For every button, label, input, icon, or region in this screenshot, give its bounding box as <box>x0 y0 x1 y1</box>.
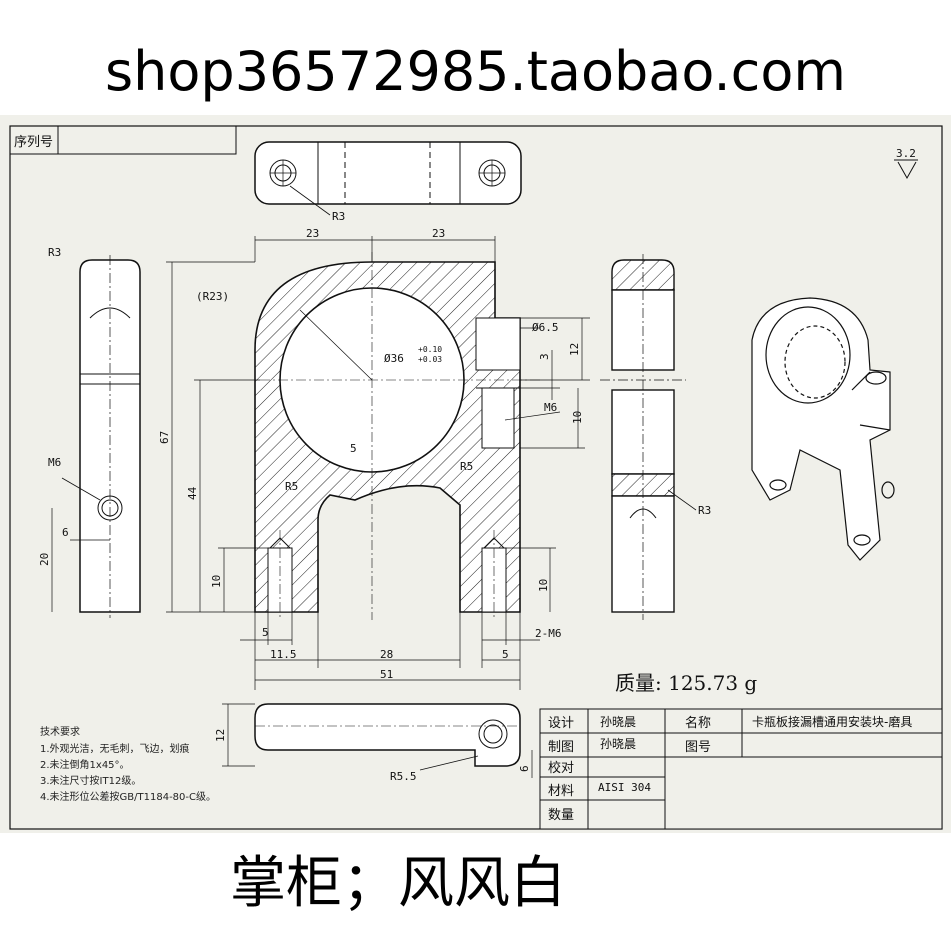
dim-5-right: 5 <box>502 648 509 661</box>
dim-23-right: 23 <box>432 227 445 240</box>
dim-r3-top: R3 <box>332 210 345 223</box>
dim-r3-left: R3 <box>48 246 61 259</box>
title-block <box>539 708 943 830</box>
top-view <box>254 141 522 216</box>
dim-12-bottom: 12 <box>214 729 227 742</box>
dim-r5-left: R5 <box>285 480 298 493</box>
tech-req-line-2: 2.未注倒角1x45°。 <box>40 758 130 771</box>
dim-6-left: 6 <box>62 526 69 539</box>
front-view <box>254 252 540 620</box>
dim-44: 44 <box>186 486 199 500</box>
drawing-no-label: 图号 <box>685 740 711 755</box>
tech-req-line-3: 3.未注尺寸按IT12级。 <box>40 774 141 787</box>
dim-51: 51 <box>380 668 393 681</box>
dim-d36: Ø36 <box>384 352 404 365</box>
check-label: 校对 <box>548 760 574 776</box>
tech-req-line-1: 1.外观光洁，无毛刺，飞边，划痕 <box>40 742 190 755</box>
tech-req-line-4: 4.未注形位公差按GB/T1184-80-C级。 <box>40 790 216 803</box>
left-view <box>61 255 141 618</box>
dim-6-bottom: 6 <box>518 765 531 772</box>
dim-m6-right: M6 <box>544 401 557 414</box>
design-value: 孙晓晨 <box>600 715 636 729</box>
draw-value: 孙晓晨 <box>600 737 636 751</box>
dim-r5-5: R5.5 <box>390 770 417 783</box>
dim-23-left: 23 <box>306 227 319 240</box>
name-label: 名称 <box>685 715 711 731</box>
dim-tol-lower: +0.03 <box>418 355 442 364</box>
roughness-value: 3.2 <box>896 147 916 160</box>
bottom-view <box>222 703 533 778</box>
dim-tol-upper: +0.10 <box>418 345 442 354</box>
material-value: AISI 304 <box>598 781 651 794</box>
right-view <box>600 254 697 620</box>
dim-28: 28 <box>380 648 393 661</box>
dim-r3-right: R3 <box>698 504 711 517</box>
drawing-frame <box>9 125 943 830</box>
dim-20: 20 <box>38 553 51 566</box>
dim-5-center: 5 <box>350 442 357 455</box>
dim-d6-5: Ø6.5 <box>532 321 559 334</box>
tech-req-title: 技术要求 <box>40 725 80 738</box>
dim-10-right-bottom: 10 <box>537 579 550 592</box>
serial-label: 序列号 <box>14 135 53 150</box>
dim-2-m6: 2-M6 <box>535 627 562 640</box>
shop-url-banner: shop36572985.taobao.com <box>105 40 846 103</box>
draw-label: 制图 <box>548 740 574 755</box>
dim-10-left: 10 <box>210 575 223 588</box>
dim-12-right: 12 <box>568 343 581 356</box>
dim-10-right: 10 <box>571 411 584 424</box>
roughness-symbol: 3.2 <box>894 147 918 180</box>
dim-r5-right: R5 <box>460 460 473 473</box>
material-label: 材料 <box>548 784 574 799</box>
mass-label: 质量: 125.73 g <box>615 671 757 695</box>
design-label: 设计 <box>548 716 574 731</box>
name-value: 卡瓶板接漏槽通用安装块-磨具 <box>752 714 912 729</box>
dim-11-5: 11.5 <box>270 648 297 661</box>
dim-67: 67 <box>158 431 171 444</box>
dim-m6-left: M6 <box>48 456 61 469</box>
dim-3: 3 <box>538 353 551 360</box>
isometric-view <box>751 297 895 561</box>
qty-label: 数量 <box>548 808 574 823</box>
dim-5-left: 5 <box>262 626 269 639</box>
shopkeeper-footer: 掌柜；风风白 <box>230 851 566 916</box>
dim-r23: (R23) <box>196 290 229 303</box>
